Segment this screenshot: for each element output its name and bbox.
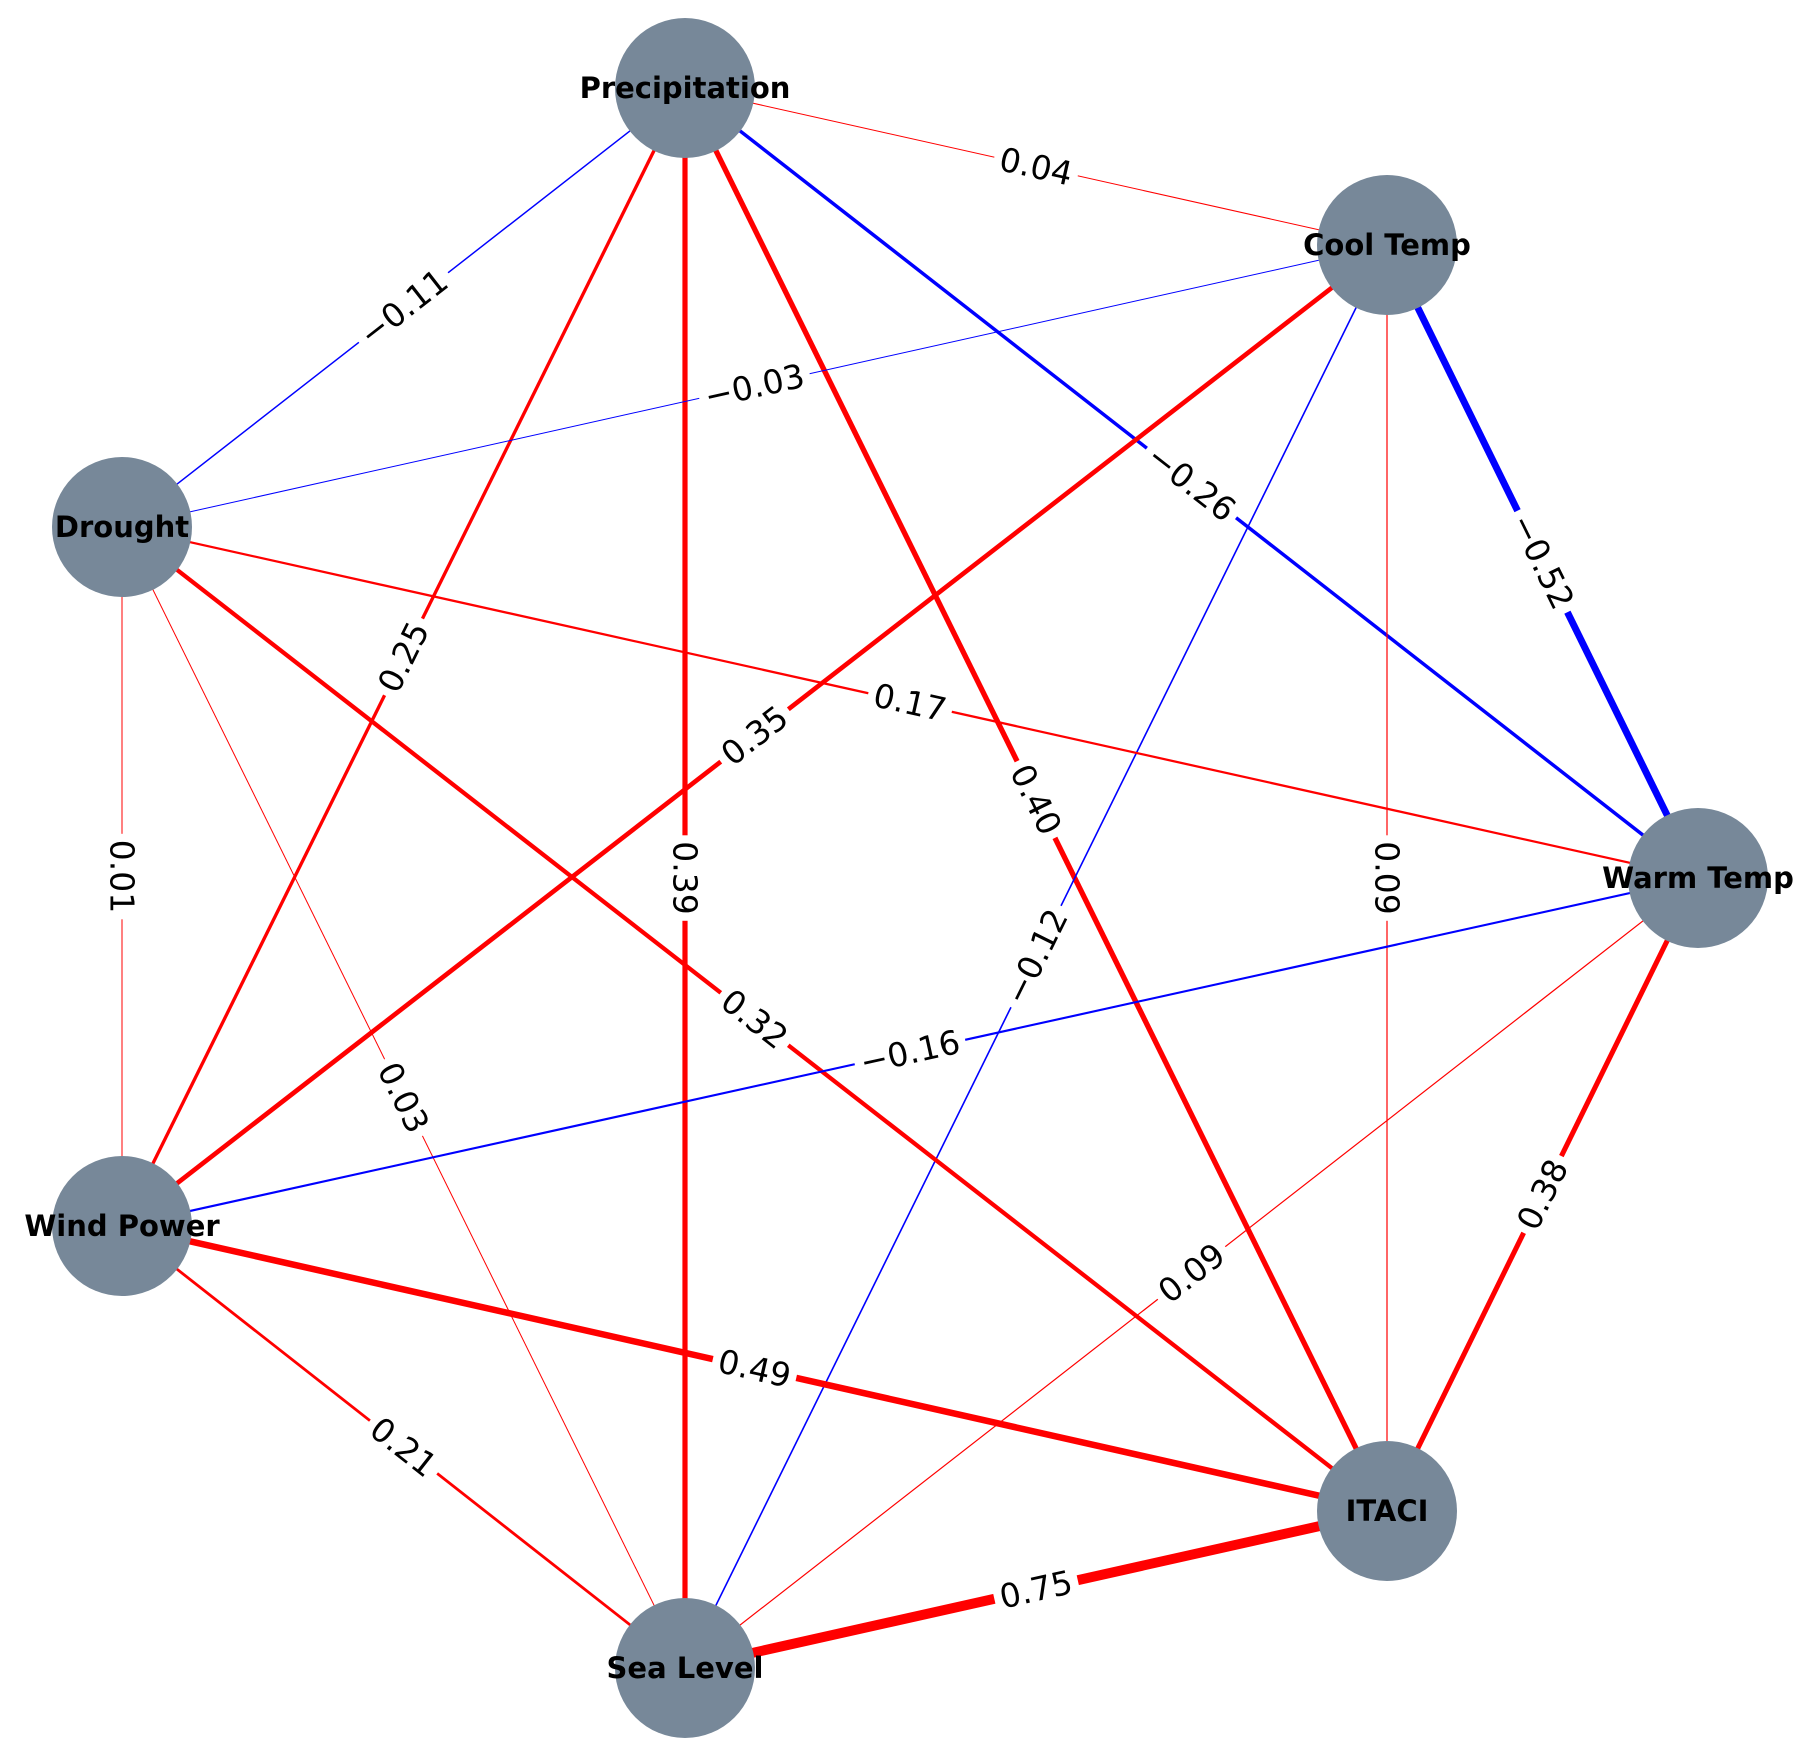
edge-weight-label: 0.49 bbox=[714, 1341, 794, 1395]
edge-label-background bbox=[996, 751, 1076, 848]
edge-label-background bbox=[863, 671, 957, 734]
edge-label-background bbox=[849, 1017, 971, 1087]
edge-label-group: 0.04 bbox=[989, 135, 1083, 198]
edge-label-group: 0.09 bbox=[1143, 1228, 1240, 1318]
node-circle bbox=[615, 18, 755, 158]
edge-labels-layer: 0.04 −0.11 −0.26 0.25 0.39 0.40 −0.03 −0.52 0.35… bbox=[99, 135, 1588, 1621]
edge-label-background bbox=[364, 1049, 443, 1146]
edge-label-background bbox=[356, 1402, 452, 1492]
edge-label-group: −0.26 bbox=[1133, 430, 1250, 536]
node-itaci: ITACI bbox=[1317, 1441, 1457, 1581]
edge-label-group: −0.52 bbox=[1497, 500, 1588, 623]
edge-label-background bbox=[1497, 500, 1588, 623]
edge-label-background bbox=[1133, 430, 1250, 536]
edge-label-group: 0.75 bbox=[989, 1558, 1083, 1621]
edge-label-background bbox=[707, 1337, 802, 1400]
edge-label-background bbox=[989, 135, 1083, 198]
edge-label-group: −0.03 bbox=[694, 351, 815, 421]
edge-weight-label: 0.39 bbox=[666, 841, 705, 914]
edge-label-group: 0.17 bbox=[863, 671, 957, 734]
node-label: Wind Power bbox=[24, 1209, 220, 1243]
node-label: Sea Level bbox=[607, 1651, 764, 1685]
edge-weight-label: 0.17 bbox=[870, 675, 950, 729]
edge-label-group: 0.03 bbox=[364, 1049, 443, 1146]
edge-weight-label: 0.75 bbox=[996, 1562, 1076, 1616]
edge-label-group: −0.11 bbox=[345, 255, 462, 361]
edge-weight-label: 0.04 bbox=[996, 139, 1076, 193]
node-circle bbox=[1317, 1441, 1457, 1581]
edge-label-group: 0.35 bbox=[706, 691, 803, 780]
node-label: Drought bbox=[55, 510, 189, 544]
node-circle bbox=[1628, 808, 1768, 948]
node-wind-power: Wind Power bbox=[24, 1156, 220, 1296]
node-precipitation: Precipitation bbox=[580, 18, 791, 158]
edge-label-background bbox=[345, 255, 462, 361]
node-warm-temp: Warm Temp bbox=[1602, 808, 1794, 948]
edge-label-background bbox=[1364, 835, 1410, 921]
node-circle bbox=[52, 1156, 192, 1296]
edge-weight-label: 0.01 bbox=[103, 840, 142, 913]
edge-label-background bbox=[990, 895, 1082, 1018]
edge-label-group: 0.21 bbox=[356, 1402, 452, 1492]
edge-label-background bbox=[694, 351, 815, 421]
edge-label-group: 0.32 bbox=[706, 975, 803, 1064]
edge-label-group: 0.01 bbox=[99, 833, 145, 920]
node-cool-temp: Cool Temp bbox=[1303, 175, 1471, 315]
edge-label-group: 0.49 bbox=[707, 1337, 802, 1400]
edge-label-background bbox=[989, 1558, 1083, 1621]
edge-label-background bbox=[1503, 1146, 1582, 1243]
node-circle bbox=[615, 1598, 755, 1738]
edge-label-group: −0.16 bbox=[849, 1017, 971, 1087]
node-label: Warm Temp bbox=[1602, 861, 1794, 895]
node-label: ITACI bbox=[1346, 1494, 1429, 1528]
edge-label-background bbox=[364, 608, 443, 706]
node-circle bbox=[52, 457, 192, 597]
edge-label-background bbox=[1143, 1228, 1240, 1318]
edge-weight-label: −0.52 bbox=[1503, 508, 1583, 616]
edge-label-background bbox=[99, 833, 145, 920]
node-drought: Drought bbox=[52, 457, 192, 597]
edge-label-background bbox=[706, 691, 803, 780]
edge-label-background bbox=[662, 835, 708, 921]
node-label: Cool Temp bbox=[1303, 228, 1471, 262]
edge-label-group: 0.09 bbox=[1364, 835, 1410, 921]
edge-label-group: 0.39 bbox=[662, 835, 708, 921]
edge-label-group: −0.12 bbox=[990, 895, 1082, 1018]
edge-weight-label: −0.12 bbox=[996, 903, 1076, 1011]
edge-label-background bbox=[706, 975, 803, 1064]
edge-label-group: 0.40 bbox=[996, 751, 1076, 848]
edge-label-group: 0.25 bbox=[364, 608, 443, 706]
node-circle bbox=[1317, 175, 1457, 315]
node-sea-level: Sea Level bbox=[607, 1598, 764, 1738]
edge-weight-label: 0.09 bbox=[1368, 841, 1407, 914]
node-label: Precipitation bbox=[580, 71, 791, 105]
edge-label-group: 0.38 bbox=[1503, 1146, 1582, 1243]
